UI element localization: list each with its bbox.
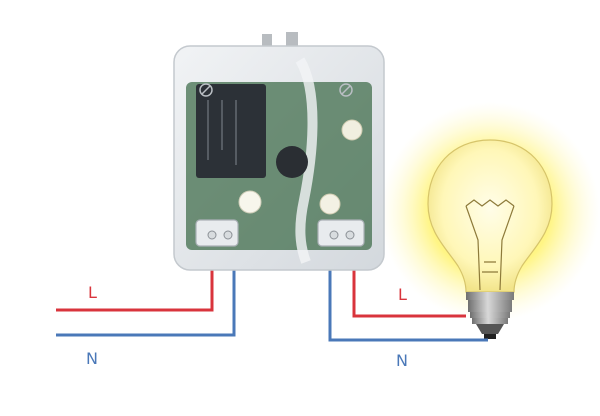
module-capacitor: [276, 146, 308, 178]
module-led-top: [341, 119, 363, 141]
label-left-neutral: N: [86, 349, 98, 368]
wire-left-neutral: [56, 262, 236, 337]
module-relay: [196, 84, 266, 178]
module-tab-left: [262, 34, 272, 48]
light-bulb-icon: [380, 102, 600, 339]
label-left-live: L: [88, 283, 97, 302]
relay-module: [173, 32, 385, 271]
wire-right-neutral: [328, 262, 488, 342]
label-right-live: L: [398, 285, 407, 304]
module-terminals: [195, 219, 365, 247]
wire-right-live: [352, 262, 466, 318]
label-right-neutral: N: [396, 351, 408, 370]
wires: [56, 262, 488, 342]
wire-left-live: [56, 262, 214, 312]
bulb-base: [466, 292, 514, 339]
module-tab-right: [286, 32, 298, 48]
module-screw-marks: [199, 83, 353, 97]
relay-markings: [207, 100, 237, 165]
terminal-screw-icon: [207, 230, 355, 240]
module-led-left: [238, 190, 262, 214]
module-led-right: [319, 193, 341, 215]
bulb-filament: [465, 199, 515, 291]
